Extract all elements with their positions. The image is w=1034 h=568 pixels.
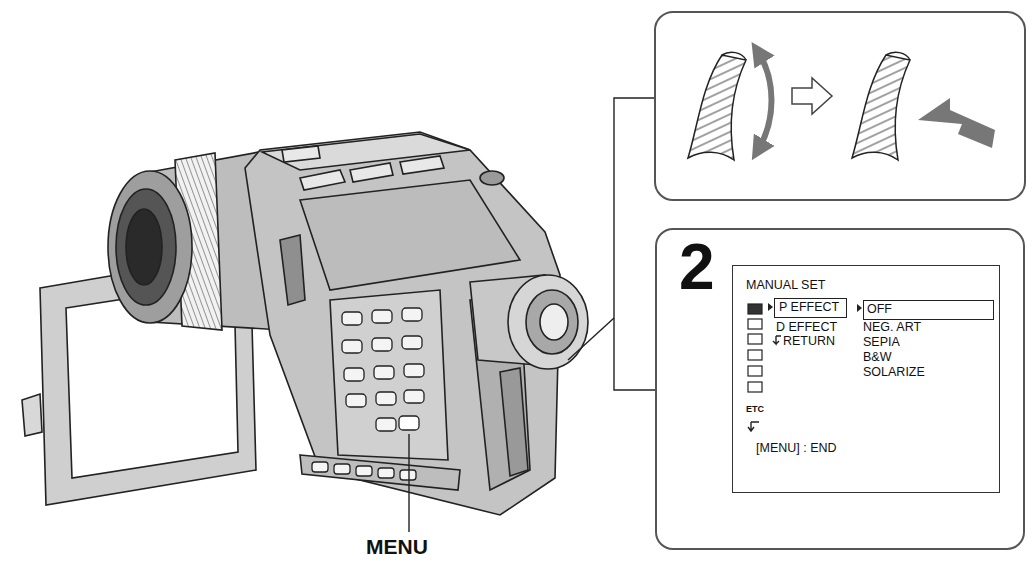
- icon-label: ETC: [746, 405, 764, 414]
- return-icon: [773, 336, 781, 344]
- menu-screen: P EFFECT OFF MANUAL SET D EFFECTRETURN NEG. …: [732, 265, 1000, 493]
- menu-option: SOLARIZE: [863, 366, 925, 379]
- menu-icon: [748, 366, 762, 376]
- selected-item: P EFFECT: [774, 298, 847, 318]
- menu-option: NEG. ART: [863, 321, 921, 334]
- cursor-mark: [857, 304, 862, 312]
- selected-option: OFF: [863, 300, 994, 320]
- menu-icon: [748, 350, 762, 360]
- menu-icon: [748, 382, 762, 392]
- cursor-mark: [768, 303, 773, 311]
- viewfinder: [470, 275, 588, 476]
- step-panel: P EFFECT OFF MANUAL SET D EFFECTRETURN NEG. …: [655, 228, 1025, 550]
- leader-lines: [409, 98, 655, 532]
- menu-hint: [MENU] : END: [756, 442, 837, 455]
- menu-title: MANUAL SET: [746, 279, 825, 292]
- part-label: MENU: [366, 536, 428, 558]
- menu-item: RETURN: [783, 335, 835, 348]
- menu-icon: [748, 334, 762, 344]
- dial-turn: [688, 52, 772, 160]
- menu-icon: [748, 319, 762, 329]
- step-number: 2: [679, 234, 715, 301]
- step-panel: [655, 12, 1025, 200]
- menu-item: D EFFECT: [776, 321, 837, 334]
- menu-item: OFF: [867, 303, 990, 316]
- menu-option: SEPIA: [863, 336, 900, 349]
- dial-press: [852, 52, 995, 160]
- menu-icon: [748, 304, 762, 314]
- menu-option: B&W: [863, 351, 891, 364]
- menu-item: P EFFECT: [779, 301, 842, 314]
- control-buttons: [312, 308, 424, 480]
- next-arrow: [792, 78, 832, 114]
- menu-button: [399, 416, 419, 430]
- return-icon: [748, 422, 759, 431]
